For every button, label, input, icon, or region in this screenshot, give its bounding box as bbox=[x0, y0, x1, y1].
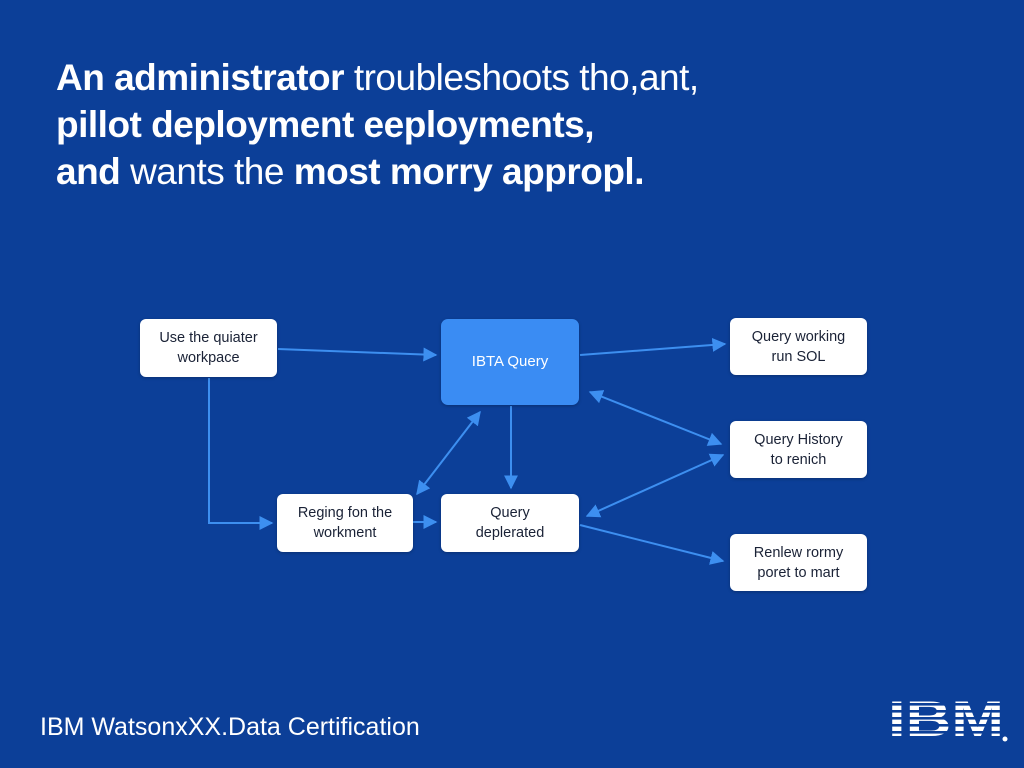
headline-line-2: pillot deployment eeployments, bbox=[56, 101, 856, 148]
headline-segment: wants bbox=[130, 151, 234, 192]
connector-query-to-history bbox=[588, 390, 723, 446]
headline-line-1: An administrator troubleshoots tho,ant, bbox=[56, 54, 856, 101]
connector-deplerated-to-history bbox=[585, 453, 725, 518]
headline-segment: and bbox=[56, 151, 131, 192]
node-use-workspace: Use the quiater workpace bbox=[140, 319, 277, 377]
node-reging: Reging fon the workment bbox=[277, 494, 413, 552]
connector-query-to-reging bbox=[416, 410, 481, 496]
headline-segment: pillot deployment eeployments, bbox=[56, 104, 595, 145]
connector-workspace-to-reging bbox=[208, 378, 274, 530]
headline-line-3: and wants the most morry appropl. bbox=[56, 148, 856, 195]
connector-query-to-working bbox=[579, 337, 727, 356]
headline-segment: the bbox=[234, 151, 294, 192]
certification-title: IBM WatsonxXX.Data Certification bbox=[40, 713, 420, 741]
headline: An administrator troubleshoots tho,ant, … bbox=[56, 54, 856, 195]
node-ibta-query: IBTA Query bbox=[441, 319, 579, 405]
node-review: Renlew rormy poret to mart bbox=[730, 534, 867, 591]
ibm-logo-text: IBM bbox=[888, 691, 1004, 744]
connector-deplerated-to-review bbox=[579, 524, 725, 565]
node-query-history: Query History to renich bbox=[730, 421, 867, 478]
node-query-deplerated: Query deplerated bbox=[441, 494, 579, 552]
headline-segment: An administrator bbox=[56, 57, 354, 98]
headline-segment: most morry appropl. bbox=[293, 151, 645, 192]
connector-workspace-to-query bbox=[277, 347, 438, 362]
node-query-working: Query working run SOL bbox=[730, 318, 867, 375]
ibm-logo-icon: IBM bbox=[888, 691, 1008, 744]
headline-segment: troubleshoots tho,ant, bbox=[353, 57, 699, 98]
